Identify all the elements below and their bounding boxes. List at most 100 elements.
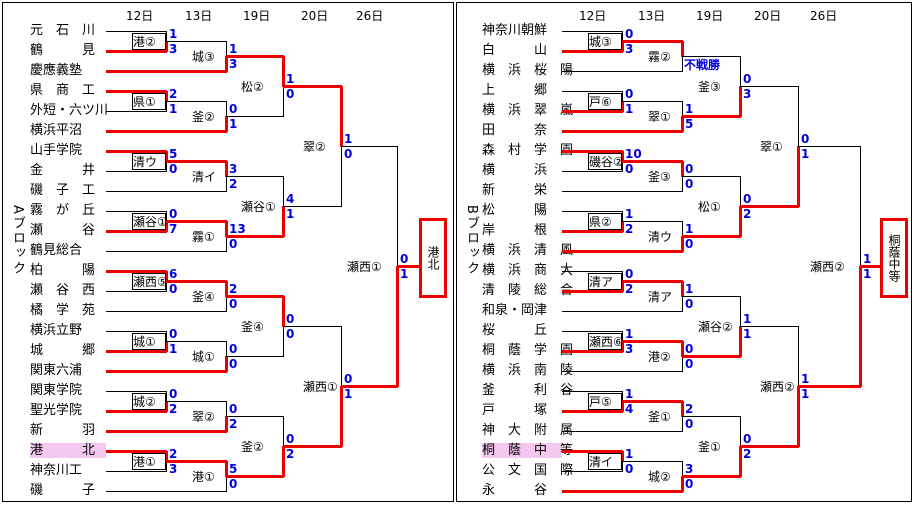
bracket-line	[682, 296, 741, 297]
champion-box: 港北	[419, 218, 447, 298]
bracket-line	[622, 160, 683, 163]
score: 10	[625, 147, 642, 161]
bracket-line	[682, 416, 683, 432]
match-venue: 釜④	[241, 320, 264, 334]
bracket-line	[681, 236, 684, 252]
score: 0	[229, 402, 238, 416]
team-name: 森 村 学 園	[482, 143, 574, 158]
bracket-line	[283, 416, 284, 447]
bracket-line	[340, 386, 343, 447]
score: 0	[286, 312, 295, 326]
bracket-line	[797, 386, 800, 447]
score: 3	[685, 462, 694, 476]
round-date: 12日	[579, 9, 607, 23]
bracket-line	[166, 461, 167, 472]
score: 3	[169, 462, 178, 476]
bracket-line	[226, 176, 227, 192]
score: 0	[685, 342, 694, 356]
team-name: 県 商 工	[30, 83, 96, 98]
match-venue: 磯谷②	[589, 155, 624, 169]
match-venue: 港②	[648, 350, 671, 364]
bracket-line	[682, 296, 683, 312]
bracket-line	[340, 86, 343, 147]
score: 1	[685, 102, 694, 116]
bracket-line	[283, 326, 342, 327]
score: 0	[801, 132, 810, 146]
match-venue: 港①	[133, 455, 156, 469]
score: 0	[625, 162, 634, 176]
bracket-line	[740, 86, 799, 87]
bracket-line	[226, 475, 284, 478]
bracket-line	[562, 290, 623, 293]
match-venue: 清ウ	[133, 155, 158, 169]
bracket-line	[282, 446, 285, 477]
bracket-line	[106, 391, 167, 392]
score: 1	[286, 72, 295, 86]
team-name: 瀬 谷	[30, 223, 96, 238]
team-name: 岸 根	[482, 223, 548, 238]
bracket-line	[681, 281, 684, 297]
bracket-line	[165, 271, 168, 282]
bracket-line	[682, 356, 683, 372]
bracket-line	[106, 251, 227, 252]
bracket-line	[562, 371, 683, 372]
match-venue: 瀬西⑥	[589, 335, 624, 349]
score: 0	[286, 432, 295, 446]
bracket-line	[562, 450, 623, 453]
bracket-line	[397, 146, 398, 267]
match-venue: 港②	[133, 35, 156, 49]
match-venue: 城①	[133, 335, 156, 349]
match-venue-box	[132, 213, 166, 230]
bracket-line	[166, 160, 227, 163]
bracket-line	[283, 206, 342, 207]
bracket-line	[166, 401, 227, 402]
score: 0	[344, 372, 353, 386]
score: 2	[743, 447, 752, 461]
bracket-line	[106, 491, 227, 492]
score: 1	[625, 327, 634, 341]
bracket-line	[225, 356, 228, 372]
bracket-line	[341, 326, 342, 387]
match-venue: 翠①	[648, 110, 671, 124]
match-venue: 戸⑤	[589, 395, 612, 409]
score: 0	[229, 342, 238, 356]
bracket-line	[562, 431, 683, 432]
bracket-line	[106, 191, 227, 192]
match-venue: 瀬西②	[760, 380, 795, 394]
team-name: 関東六浦	[30, 363, 83, 378]
bracket-line	[562, 191, 683, 192]
bracket-line	[225, 161, 228, 177]
bracket-line	[798, 86, 799, 147]
bracket-line	[740, 326, 799, 327]
bracket-line	[166, 101, 167, 112]
bracket-line	[562, 471, 623, 472]
bracket-line	[166, 101, 227, 102]
bracket-line	[283, 86, 284, 117]
bracket-line	[562, 171, 623, 172]
bracket-line	[622, 391, 623, 402]
bracket-line	[106, 291, 167, 292]
bracket-line	[562, 331, 623, 332]
score: 1	[625, 102, 634, 116]
score: 3	[169, 42, 178, 56]
bracket-line	[682, 115, 741, 118]
score: 0	[685, 357, 694, 371]
bracket-line	[681, 476, 684, 492]
score: 3	[229, 162, 238, 176]
score: 1	[400, 267, 409, 281]
bracket-line	[106, 350, 167, 353]
score: 0	[344, 147, 353, 161]
team-name: 霧 が 丘	[30, 203, 96, 218]
bracket-line	[622, 31, 623, 42]
match-venue: 瀬西⑤	[133, 275, 168, 289]
bracket-line	[106, 430, 227, 433]
bracket-line	[166, 341, 227, 342]
match-venue: 清ア	[589, 275, 614, 289]
score: 1	[625, 207, 634, 221]
bracket-line	[226, 356, 284, 357]
match-venue-box	[588, 333, 622, 350]
bracket-line	[682, 355, 741, 358]
bracket-line	[682, 416, 741, 417]
bracket-line	[740, 445, 799, 448]
bracket-line	[562, 350, 623, 353]
